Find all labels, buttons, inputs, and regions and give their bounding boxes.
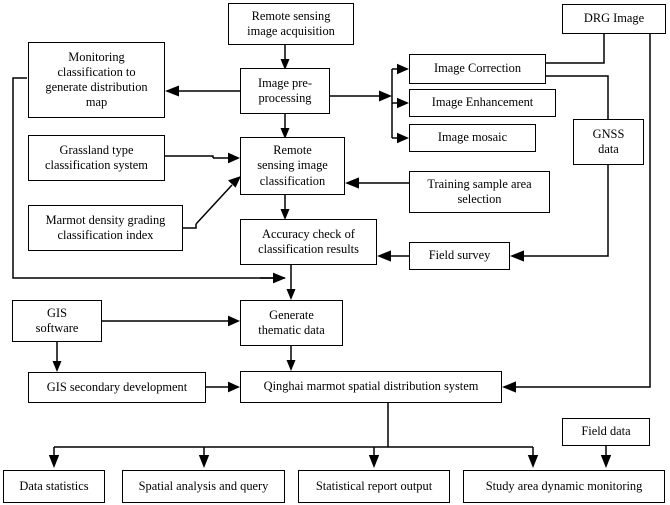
edge-accuracy-check-to-monitoring-map-feedback [12,77,286,284]
node-label: Spatial analysis and query [138,478,269,493]
edge-drg-image-to-system [502,34,651,393]
node-field-survey[interactable]: Field survey [409,242,510,270]
node-label: Image Correction [433,61,522,76]
node-label: Training sample area selection [427,176,532,206]
node-label: Study area dynamic monitoring [485,478,643,493]
node-label: Image Enhancement [431,95,534,110]
node-training-sample-area-selection[interactable]: Training sample area selection [409,171,550,213]
node-label: GIS software [35,305,79,335]
edge-gis-secondary-development-to-system [206,381,240,393]
node-label: Image mosaic [437,130,508,145]
node-label: Remote sensing image acquisition [247,8,335,38]
node-marmot-density-grading-classification-index[interactable]: Marmot density grading classification in… [28,205,183,251]
edge-classification-to-accuracy-check [280,195,290,220]
node-image-correction[interactable]: Image Correction [409,54,546,84]
node-gnss-data[interactable]: GNSS data [573,119,644,165]
node-label: Data statistics [19,478,89,493]
node-gis-software[interactable]: GIS software [12,300,102,342]
node-label: Generate thematic data [258,307,325,337]
edge-generate-thematic-data-to-system [286,346,296,371]
node-spatial-analysis-and-query[interactable]: Spatial analysis and query [122,470,285,503]
edge-field-data-to-study-area-monitoring [600,446,612,468]
node-label: Marmot density grading classification in… [45,212,166,242]
node-grassland-type-classification-system[interactable]: Grassland type classification system [28,135,165,181]
node-label: Remote sensing image classification [257,143,328,188]
node-field-data[interactable]: Field data [562,418,650,446]
edge-training-sample-to-classification [345,177,409,189]
edge-gis-software-to-gis-secondary-development [52,342,62,372]
node-label: Grassland type classification system [45,142,148,172]
edge-grassland-to-classification [165,152,240,164]
node-label: Statistical report output [315,478,433,493]
node-image-enhancement[interactable]: Image Enhancement [409,89,556,117]
node-accuracy-check-of-classification-results[interactable]: Accuracy check of classification results [240,219,377,265]
node-label: DRG Image [583,11,645,26]
node-label: GNSS data [592,126,625,156]
node-data-statistics[interactable]: Data statistics [3,470,105,503]
node-image-mosaic[interactable]: Image mosaic [409,124,536,152]
node-statistical-report-output[interactable]: Statistical report output [298,470,450,503]
node-study-area-dynamic-monitoring[interactable]: Study area dynamic monitoring [463,470,665,503]
node-label: Image pre- processing [257,75,312,105]
edge-preprocessing-to-classification [280,114,290,139]
node-label: Qinghai marmot spatial distribution syst… [263,379,479,394]
node-monitoring-classification-to-generate-distribution-map[interactable]: Monitoring classification to generate di… [28,42,165,118]
node-drg-image[interactable]: DRG Image [562,4,666,34]
edge-preprocessing-to-monitoring-map [165,85,240,97]
node-label: Accuracy check of classification results [258,226,359,256]
edge-gnss-data-to-field-survey [510,165,609,262]
node-remote-sensing-image-classification[interactable]: Remote sensing image classification [240,137,345,195]
node-label: Field data [581,424,631,439]
edge-acquisition-to-preprocessing [280,45,290,70]
edge-system-to-outputs [48,403,539,468]
node-image-pre-processing[interactable]: Image pre- processing [240,68,330,114]
node-qinghai-marmot-spatial-distribution-system[interactable]: Qinghai marmot spatial distribution syst… [240,371,502,403]
edge-gis-software-to-generate-thematic-data [102,315,240,327]
node-gis-secondary-development[interactable]: GIS secondary development [28,372,206,403]
edge-accuracy-check-to-generate-thematic-data [286,265,296,300]
edge-marmot-index-to-classification [183,176,241,229]
node-remote-sensing-image-acquisition[interactable]: Remote sensing image acquisition [228,3,354,45]
node-generate-thematic-data[interactable]: Generate thematic data [240,300,343,346]
edge-field-survey-to-accuracy-check [377,250,409,262]
node-label: Field survey [428,248,491,263]
node-label: GIS secondary development [46,379,188,394]
edge-preprocessing-to-image-branches [330,63,409,144]
node-label: Monitoring classification to generate di… [45,49,148,110]
